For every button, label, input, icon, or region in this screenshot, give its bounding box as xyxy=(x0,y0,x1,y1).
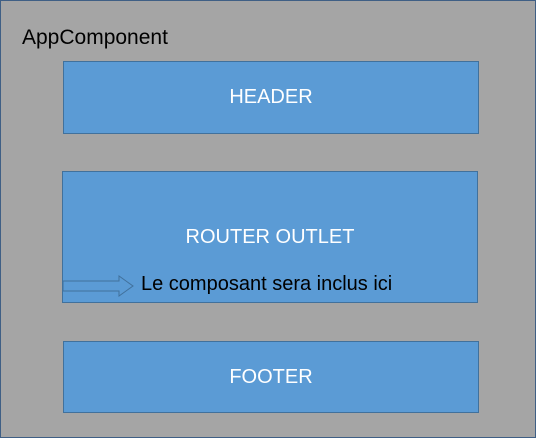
router-outlet-label: ROUTER OUTLET xyxy=(185,226,355,248)
header-block: HEADER xyxy=(63,61,479,134)
right-arrow-icon xyxy=(63,275,134,297)
container-title: AppComponent xyxy=(22,26,168,49)
router-outlet-block: ROUTER OUTLET Le composant sera inclus i… xyxy=(62,171,478,303)
footer-block: FOOTER xyxy=(63,341,479,413)
header-label: HEADER xyxy=(229,86,313,108)
footer-label: FOOTER xyxy=(229,366,313,388)
annotation-text: Le composant sera inclus ici xyxy=(141,273,393,295)
